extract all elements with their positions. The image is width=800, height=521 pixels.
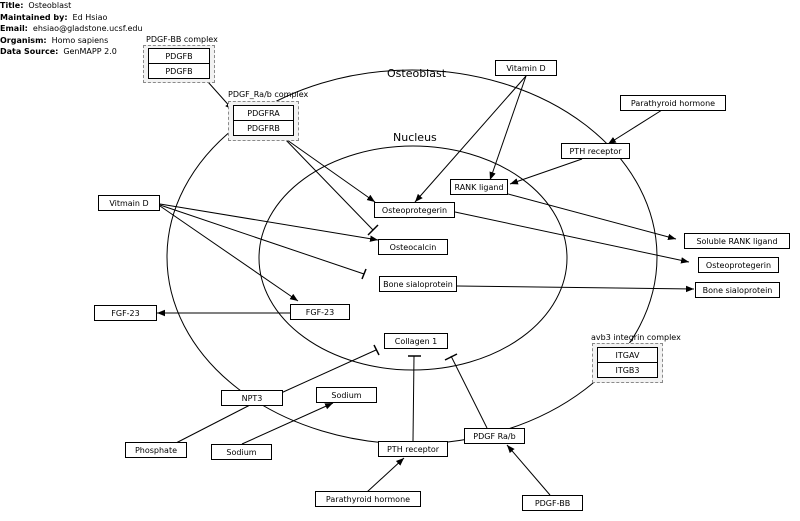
tbar-collagen-pdgf bbox=[444, 353, 458, 361]
pdgfb-node-2[interactable]: PDGFB bbox=[148, 63, 210, 79]
parathyroid-hormone-node-bottom[interactable]: Parathyroid hormone bbox=[315, 491, 421, 507]
pdgf-bb-node[interactable]: PDGF-BB bbox=[522, 495, 583, 511]
email-value: ehsiao@gladstone.ucsf.edu bbox=[32, 24, 143, 33]
edge-vitmain-d-inhibits-bone-sialo bbox=[159, 204, 365, 275]
organism-value: Homo sapiens bbox=[51, 35, 109, 45]
pth-receptor-node-top[interactable]: PTH receptor bbox=[561, 143, 630, 159]
edge-phosphate-to-npt3 bbox=[175, 404, 251, 444]
edge-pdgfrab-inhibits-collagen bbox=[450, 355, 488, 429]
vitmain-d-node[interactable]: Vitmain D bbox=[98, 195, 160, 211]
edge-pth-hormone-to-receptor-bottom bbox=[366, 457, 405, 493]
edge-bone-sialo-to-secreted bbox=[456, 285, 695, 293]
pdgfrb-node[interactable]: PDGFRB bbox=[233, 120, 294, 136]
vitamin-d-node[interactable]: Vitamin D bbox=[495, 60, 557, 76]
osteoprotegerin-node-secreted[interactable]: Osteoprotegerin bbox=[698, 257, 779, 273]
title-value: Osteoblast bbox=[28, 1, 72, 10]
nucleus-membrane-ellipse bbox=[258, 145, 568, 371]
bone-sialoprotein-node-secreted[interactable]: Bone sialoprotein bbox=[695, 282, 780, 298]
nucleus-compartment-label: Nucleus bbox=[393, 131, 437, 144]
collagen-node[interactable]: Collagen 1 bbox=[384, 333, 448, 349]
maintainer-value: Ed Hsiao bbox=[72, 12, 108, 22]
fgf23-node-nuclear[interactable]: FGF-23 bbox=[290, 304, 350, 320]
pathway-header: Title:Osteoblast Maintained by:Ed Hsiao … bbox=[0, 0, 143, 58]
edge-vitmain-d-to-osteocalcin bbox=[159, 203, 379, 242]
organism-key: Organism: bbox=[0, 35, 47, 45]
pdgf-rab-node[interactable]: PDGF Ra/b bbox=[464, 428, 525, 444]
pdgfra-node[interactable]: PDGFRA bbox=[233, 105, 294, 121]
cell-compartment-label: Osteoblast bbox=[387, 67, 447, 80]
pth-receptor-node-bottom[interactable]: PTH receptor bbox=[378, 441, 448, 457]
edge-pdgfbb-to-pdgf-rab bbox=[506, 444, 551, 496]
soluble-rank-ligand-node[interactable]: Soluble RANK ligand bbox=[684, 233, 790, 249]
pdgf-rab-complex-label: PDGF_Ra/b complex bbox=[228, 90, 309, 99]
edge-pth-receptor-to-rank bbox=[509, 158, 583, 185]
bone-sialoprotein-node-nuclear[interactable]: Bone sialoprotein bbox=[379, 276, 457, 292]
edge-sodium-to-sodium bbox=[241, 402, 334, 445]
avb3-complex-label: avb3 integrin complex bbox=[591, 333, 681, 342]
rank-ligand-node[interactable]: RANK ligand bbox=[450, 179, 508, 195]
sodium-node-extracellular[interactable]: Sodium bbox=[211, 444, 272, 460]
edge-rank-to-soluble-rank bbox=[507, 193, 677, 241]
edge-pdgfrab-inhibits-osteocalcin bbox=[282, 136, 374, 231]
phosphate-node[interactable]: Phosphate bbox=[125, 442, 187, 458]
source-key: Data Source: bbox=[0, 47, 59, 56]
npt3-node[interactable]: NPT3 bbox=[221, 390, 283, 406]
email-key: Email: bbox=[0, 24, 28, 33]
maintainer-key: Maintained by: bbox=[0, 12, 68, 22]
itgav-node[interactable]: ITGAV bbox=[597, 347, 658, 363]
sodium-node-intracellular[interactable]: Sodium bbox=[316, 387, 377, 403]
edge-pth-receptor-inhibits-collagen bbox=[412, 355, 415, 442]
tbar-collagen-npt3 bbox=[373, 344, 380, 356]
tbar-bone-sialoprotein bbox=[361, 268, 367, 280]
source-value: GenMAPP 2.0 bbox=[63, 47, 117, 56]
parathyroid-hormone-node-top[interactable]: Parathyroid hormone bbox=[620, 95, 726, 111]
edge-vitamin-d-to-rank bbox=[489, 75, 527, 181]
osteocalcin-node[interactable]: Osteocalcin bbox=[378, 239, 448, 255]
fgf23-node-secreted[interactable]: FGF-23 bbox=[94, 305, 157, 321]
edge-vitmain-d-to-fgf23 bbox=[159, 205, 299, 302]
edge-pth-hormone-to-receptor bbox=[607, 109, 663, 145]
title-key: Title: bbox=[0, 1, 24, 10]
itgb3-node[interactable]: ITGB3 bbox=[597, 362, 658, 378]
edge-vitamin-d-to-osteoprotegerin bbox=[414, 75, 527, 203]
pdgfb-node-1[interactable]: PDGFB bbox=[148, 48, 210, 64]
osteoprotegerin-node-nuclear[interactable]: Osteoprotegerin bbox=[374, 202, 455, 218]
edge-npt3-inhibits-collagen bbox=[280, 349, 377, 394]
tbar-osteocalcin bbox=[367, 224, 379, 236]
pdgf-bb-complex-label: PDGF-BB complex bbox=[146, 35, 218, 44]
edge-pdgfrab-to-osteoprotegerin bbox=[279, 134, 376, 203]
edge-osteoprotegerin-to-secreted bbox=[454, 211, 690, 264]
